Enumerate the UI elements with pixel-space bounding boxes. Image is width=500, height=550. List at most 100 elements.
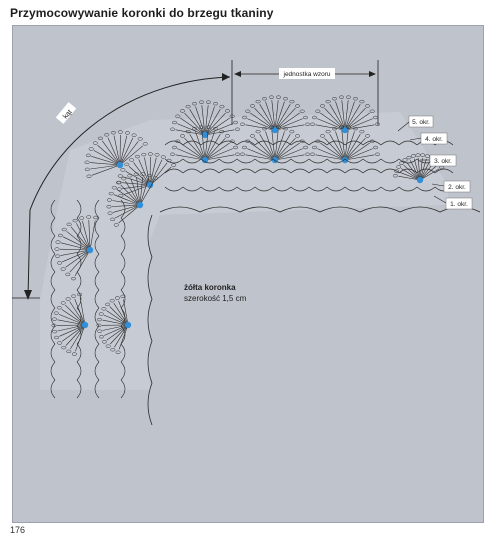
fan-stitch: [419, 168, 440, 181]
fan-stitch: [125, 171, 151, 186]
fan-picot: [175, 114, 181, 118]
fan-picot: [79, 216, 85, 220]
fan-picot: [283, 127, 288, 131]
fan-stitch: [149, 162, 168, 186]
fan-stitch: [250, 142, 276, 161]
fan-stitch: [180, 117, 206, 136]
fan-stitch: [119, 141, 139, 166]
fan-picot: [289, 129, 295, 134]
fan-picot: [106, 205, 112, 209]
fan-stitch: [119, 135, 128, 166]
fan-picot: [359, 99, 365, 104]
fan-picot: [439, 165, 445, 170]
fan-picot: [250, 104, 255, 108]
fan-center-marker: [81, 321, 89, 329]
fan-picot: [120, 294, 126, 299]
unit-arrow-right: [369, 71, 376, 77]
lace-pattern: [40, 95, 481, 426]
fan-picot: [185, 129, 191, 134]
fan-picot: [84, 167, 90, 172]
fan-stitch: [177, 123, 206, 136]
fan-stitch: [115, 204, 141, 219]
fan-center-marker: [86, 246, 94, 254]
fan-stitch: [274, 130, 279, 161]
fan-stitch: [274, 124, 305, 131]
fan-stitch: [254, 137, 276, 161]
fan-picot: [325, 99, 331, 104]
fan-stitch: [69, 301, 86, 326]
fan-picot: [375, 152, 380, 156]
fan-stitch: [274, 112, 300, 131]
fan-picot: [396, 165, 402, 169]
fan-stitch: [139, 180, 155, 206]
fan-picot: [54, 335, 60, 340]
fan-picot: [110, 131, 116, 135]
lace-name: żółta koronka: [184, 283, 236, 292]
fan-picot: [192, 102, 197, 106]
fan-stitch: [344, 100, 349, 131]
fan-picot: [171, 163, 177, 167]
fan-picot: [97, 317, 102, 322]
fan-picot: [312, 145, 317, 150]
fan-stitch: [107, 137, 121, 166]
fan-picot: [52, 329, 58, 334]
fan-picot: [109, 299, 115, 303]
fan-picot: [56, 306, 62, 310]
fan-stitch: [204, 137, 226, 161]
fan-stitch: [106, 324, 129, 341]
fan-picot: [133, 172, 139, 176]
fan-picot: [137, 137, 143, 141]
fan-stitch: [317, 148, 346, 161]
fan-picot: [305, 122, 310, 126]
fan-stitch: [125, 180, 141, 206]
chain-mesh-row: [164, 186, 454, 192]
fan-picot: [53, 311, 59, 315]
fan-stitch: [66, 231, 91, 251]
round-label-1: 1. okr.: [450, 201, 468, 208]
fan-stitch: [128, 166, 151, 186]
unit-label-bg: [279, 68, 335, 79]
fan-picot: [116, 187, 122, 191]
fan-stitch: [315, 154, 346, 161]
fan-picot: [206, 100, 211, 104]
fan-stitch: [93, 150, 121, 166]
fan-stitch: [177, 148, 206, 161]
fan-stitch: [406, 162, 421, 181]
fan-picot: [93, 215, 99, 220]
fan-picot: [60, 267, 66, 271]
fan-stitch: [413, 158, 421, 181]
fan-stitch: [204, 106, 215, 136]
fan-stitch: [274, 101, 285, 131]
fan-center-marker: [271, 126, 279, 134]
fan-stitch: [103, 314, 129, 326]
fan-picot: [269, 95, 274, 99]
fan-stitch: [139, 178, 149, 206]
fan-picot: [262, 127, 267, 131]
fan-picot: [135, 154, 140, 159]
fan-picot: [111, 186, 117, 190]
fan-stitch: [60, 249, 91, 256]
fan-picot: [392, 174, 398, 178]
round-label-3: 3. okr.: [434, 158, 452, 165]
fan-stitch: [109, 306, 129, 326]
fan-stitch: [112, 200, 141, 206]
round-label-5: 5. okr.: [412, 119, 430, 126]
fan-picot: [420, 153, 426, 157]
fan-stitch: [65, 249, 91, 268]
fan-picot: [106, 198, 112, 202]
fan-stitch: [82, 220, 91, 251]
fan-stitch: [204, 131, 215, 161]
fan-stitch: [344, 142, 370, 161]
fan-stitch: [201, 105, 206, 136]
fan-stitch: [76, 223, 91, 251]
fan-picot: [85, 153, 91, 158]
fan-picot: [101, 307, 107, 311]
fan-picot: [180, 109, 185, 113]
fan-picot: [160, 155, 166, 159]
fan-picot: [269, 125, 274, 129]
fan-picot: [54, 247, 60, 251]
fan-picot: [424, 154, 430, 158]
fan-stitch: [195, 131, 206, 161]
fan-picot: [116, 180, 121, 185]
fan-picot: [125, 131, 130, 135]
